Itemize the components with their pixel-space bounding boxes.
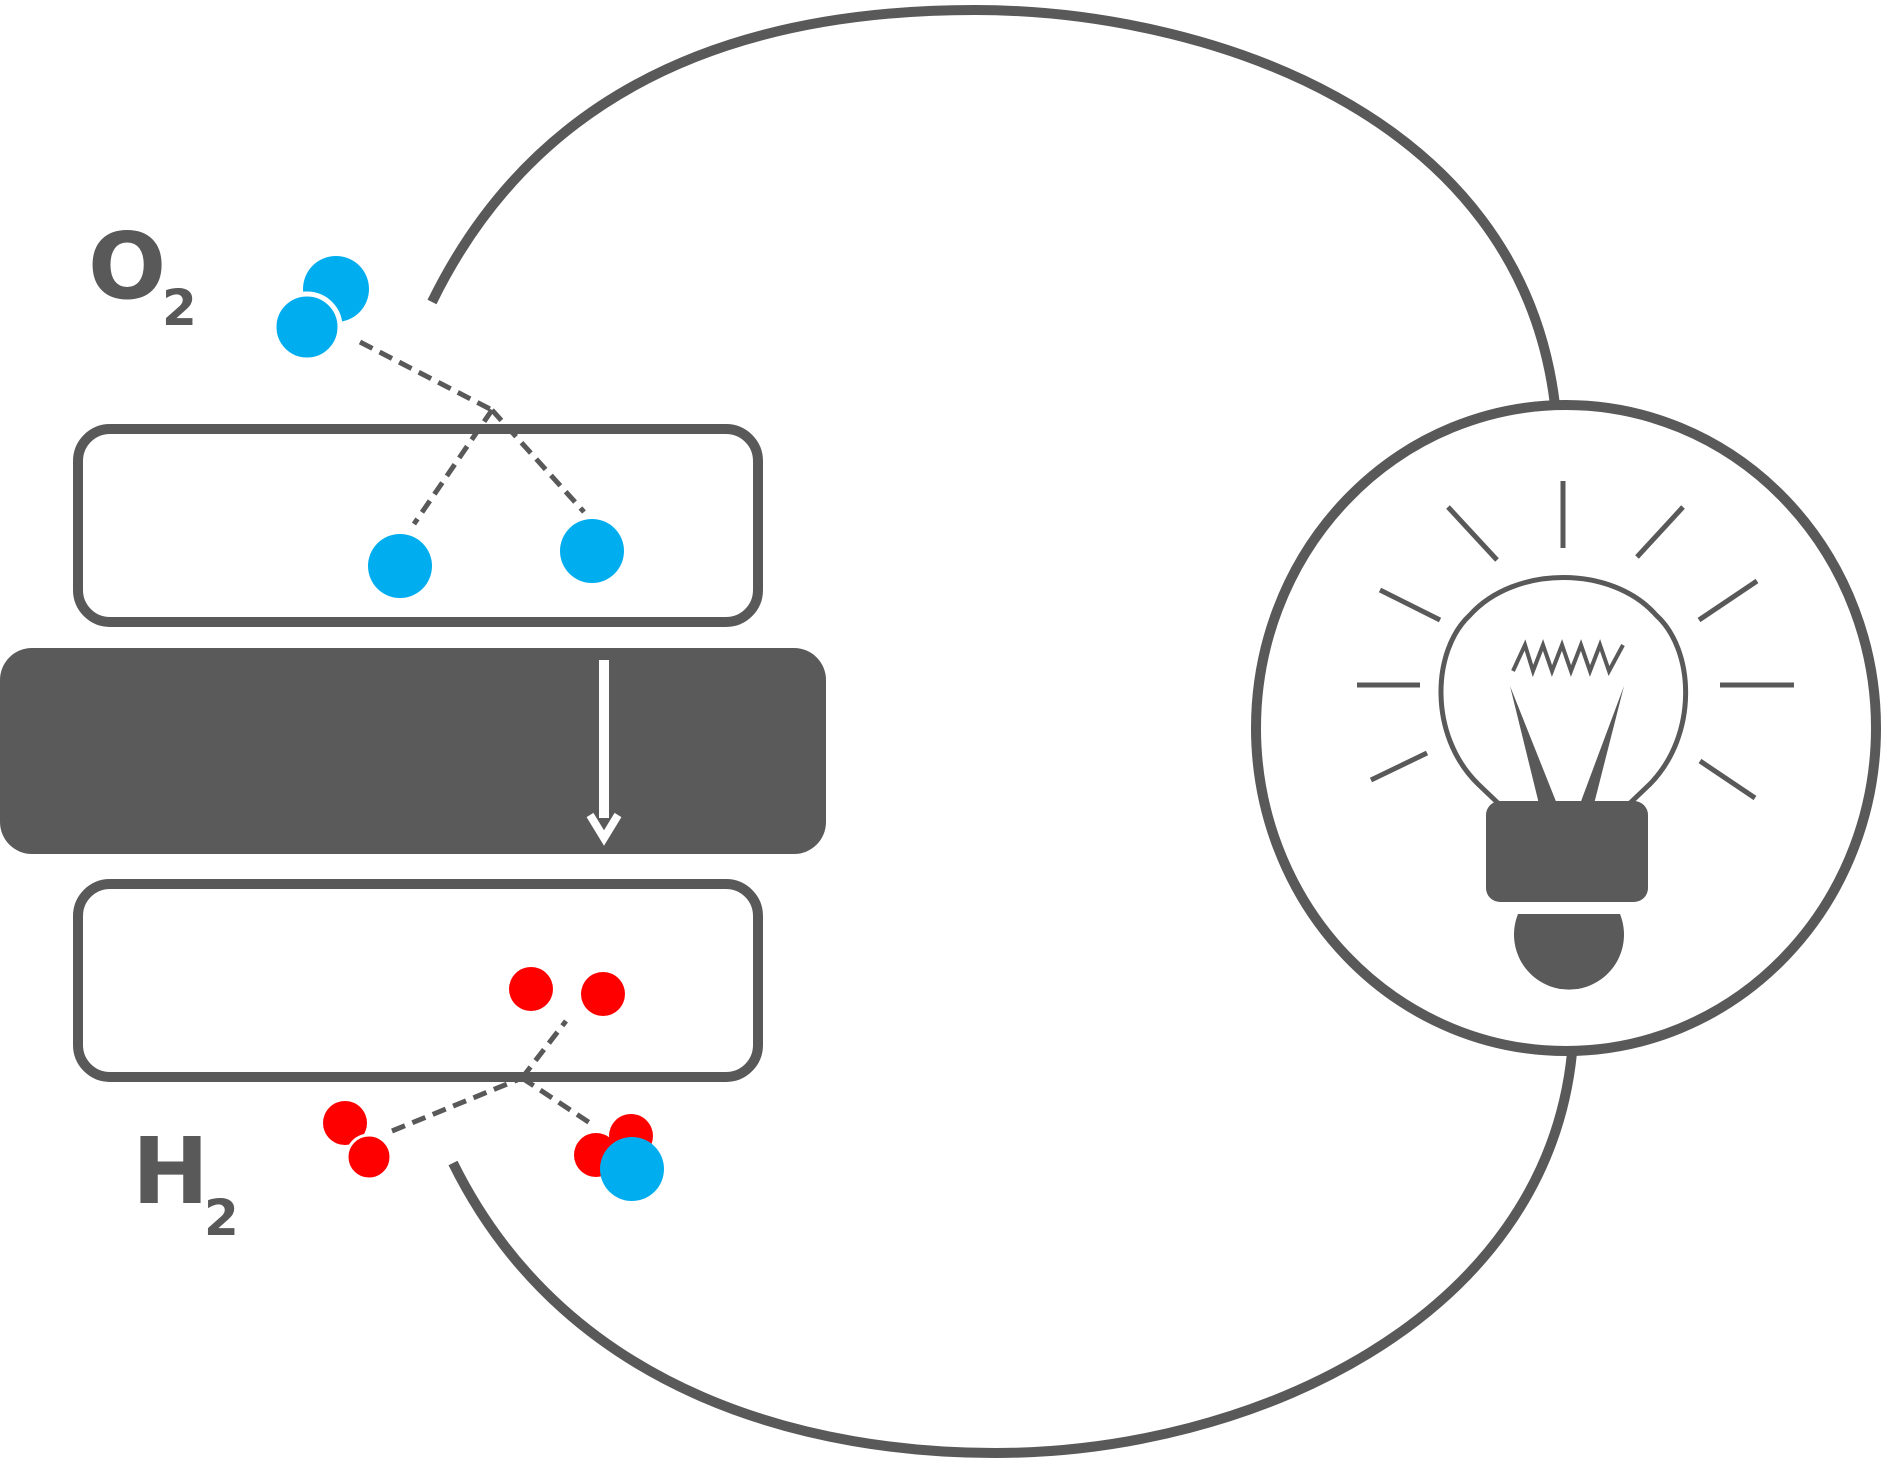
hydrogen-atom — [323, 1101, 367, 1145]
oxygen-label-subscript: 2 — [162, 279, 197, 337]
arrow-down-icon — [586, 660, 622, 846]
bulb-tip — [1514, 914, 1624, 990]
light-bulb-icon — [1357, 481, 1794, 990]
hydrogen-label: H 2 — [132, 1118, 239, 1247]
oxygen-molecule — [271, 256, 369, 363]
hydrogen-atom — [581, 972, 625, 1016]
bulb-base — [1486, 801, 1648, 902]
oxygen-label-main: O — [88, 213, 166, 320]
oxygen-label: O 2 — [88, 213, 197, 337]
water-molecule — [574, 1114, 664, 1201]
hydrogen-split-path — [391, 1019, 592, 1134]
hydrogen-atom — [345, 1133, 393, 1181]
oxygen-atom — [271, 291, 343, 363]
hydrogen-atom — [509, 967, 553, 1011]
filament-support — [1510, 686, 1557, 804]
oxygen-atom — [368, 534, 432, 598]
circuit-wire-bottom — [448, 1052, 1577, 1458]
bulb-filament — [1511, 639, 1625, 678]
oxygen-split-path — [358, 339, 586, 526]
anode-electrode — [73, 879, 763, 1082]
filament-support — [1580, 686, 1624, 804]
cathode-electrode — [73, 424, 763, 627]
electrolyte-membrane — [0, 648, 826, 854]
light-ray-lines — [1357, 481, 1794, 801]
oxygen-atom — [600, 1137, 664, 1201]
bulb-glass — [1438, 575, 1689, 807]
hydrogen-molecule — [323, 1101, 393, 1181]
load-circle — [1251, 400, 1881, 1056]
circuit-wire-top — [427, 4, 1560, 406]
oxygen-atom — [560, 519, 624, 583]
hydrogen-label-subscript: 2 — [204, 1189, 239, 1247]
hydrogen-label-main: H — [132, 1118, 209, 1225]
